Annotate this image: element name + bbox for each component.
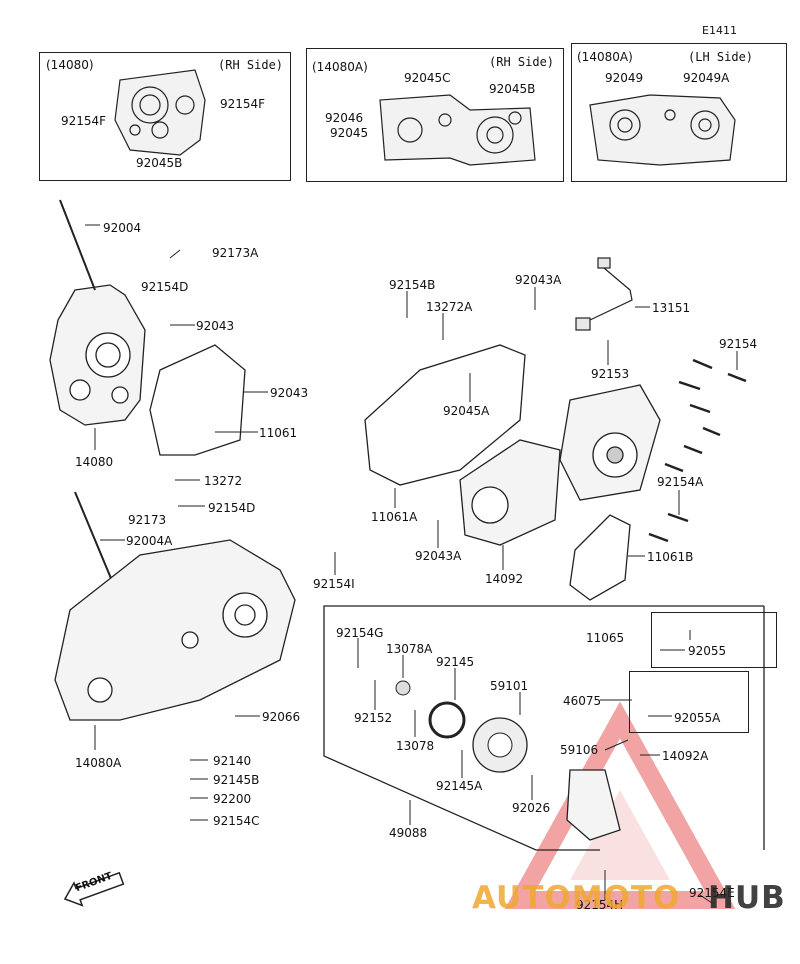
starter-case-14092A <box>566 769 621 841</box>
label-92154D-a: 92154D <box>141 280 189 294</box>
label-92154G: 92154G <box>336 626 384 640</box>
crankcase-14080 <box>49 284 146 426</box>
label-13151: 13151 <box>652 301 691 315</box>
inset-crankcase-rh-a <box>379 94 536 166</box>
label-92154D-b: 92154D <box>208 501 256 515</box>
cover-14092 <box>459 439 561 546</box>
label-92173: 92173 <box>128 513 167 527</box>
outer-cover <box>559 384 661 501</box>
label-92045B-b: 92045B <box>489 82 536 96</box>
spring-92145 <box>428 701 466 739</box>
label-92173A: 92173A <box>212 246 259 260</box>
label-92145: 92145 <box>436 655 475 669</box>
ratchet-13078A <box>395 680 411 696</box>
label-13272A: 13272A <box>426 300 473 314</box>
label-92045: 92045 <box>330 126 369 140</box>
label-13272: 13272 <box>204 474 243 488</box>
inset-box-1 <box>39 52 291 181</box>
inset1-code: (14080) <box>46 58 94 72</box>
label-92026: 92026 <box>512 801 551 815</box>
label-92043-b: 92043 <box>270 386 309 400</box>
inset3-side: (LH Side) <box>688 50 754 64</box>
kit-box-46075 <box>629 671 749 733</box>
label-92154F-b: 92154F <box>61 114 107 128</box>
gasket-11061B <box>569 514 631 601</box>
sensor-13151 <box>575 257 633 331</box>
label-13078: 13078 <box>396 739 435 753</box>
watermark-text-1: AUTOMOTO <box>472 880 681 916</box>
label-92154C: 92154C <box>213 814 260 828</box>
inset1-side: (RH Side) <box>218 58 284 72</box>
label-46075: 46075 <box>563 694 602 708</box>
leader-lines <box>85 224 738 904</box>
label-92145B: 92145B <box>213 773 260 787</box>
inset2-side: (RH Side) <box>489 55 555 69</box>
label-92043A-b: 92043A <box>415 549 462 563</box>
gasket-11061 <box>149 344 246 456</box>
label-92045C: 92045C <box>404 71 451 85</box>
label-92049: 92049 <box>605 71 644 85</box>
inset2-code: (14080A) <box>312 60 368 74</box>
label-11061B: 11061B <box>647 550 694 564</box>
label-92154I: 92154I <box>313 577 355 591</box>
label-92046: 92046 <box>325 111 364 125</box>
watermark-text-2: HUB <box>708 880 786 916</box>
inset3-code: (14080A) <box>577 50 633 64</box>
label-92043A-a: 92043A <box>515 273 562 287</box>
label-13078A: 13078A <box>386 642 433 656</box>
label-92055A: 92055A <box>674 711 721 725</box>
label-92066: 92066 <box>262 710 301 724</box>
label-14080A: 14080A <box>75 756 122 770</box>
label-14092: 14092 <box>485 572 524 586</box>
bolts-92154 <box>648 358 747 543</box>
label-92045B-a: 92045B <box>136 156 183 170</box>
crankcase-14080A <box>54 539 296 721</box>
label-14092A: 14092A <box>662 749 709 763</box>
label-92154A: 92154A <box>657 475 704 489</box>
diagram-code: E1411 <box>702 24 737 37</box>
gasket-11061A <box>364 344 526 486</box>
label-92045A: 92045A <box>443 404 490 418</box>
label-11061: 11061 <box>259 426 298 440</box>
label-11065: 11065 <box>586 631 625 645</box>
label-92004A: 92004A <box>126 534 173 548</box>
label-59106: 59106 <box>560 743 599 757</box>
label-92154B: 92154B <box>389 278 436 292</box>
inset-crankcase-rh <box>114 69 206 156</box>
label-59101: 59101 <box>490 679 529 693</box>
label-92043-a: 92043 <box>196 319 235 333</box>
label-49088: 49088 <box>389 826 428 840</box>
label-92055: 92055 <box>688 644 727 658</box>
label-92154H: 92154H <box>576 898 624 912</box>
label-14080: 14080 <box>75 455 114 469</box>
label-92153: 92153 <box>591 367 630 381</box>
kit-box-11065 <box>651 612 777 668</box>
label-92140: 92140 <box>213 754 252 768</box>
inset-crankcase-lh <box>589 94 736 166</box>
inset-box-3 <box>571 43 787 182</box>
label-11061A: 11061A <box>371 510 418 524</box>
label-92154E: 92154E <box>689 886 735 900</box>
label-92200: 92200 <box>213 792 252 806</box>
label-92152: 92152 <box>354 711 393 725</box>
label-92049A: 92049A <box>683 71 730 85</box>
label-92145A: 92145A <box>436 779 483 793</box>
kit-boundary <box>323 605 764 851</box>
label-92154: 92154 <box>719 337 758 351</box>
inset-box-2 <box>306 48 564 182</box>
label-92154F-a: 92154F <box>220 97 266 111</box>
label-92004: 92004 <box>103 221 142 235</box>
front-arrow <box>63 871 125 907</box>
